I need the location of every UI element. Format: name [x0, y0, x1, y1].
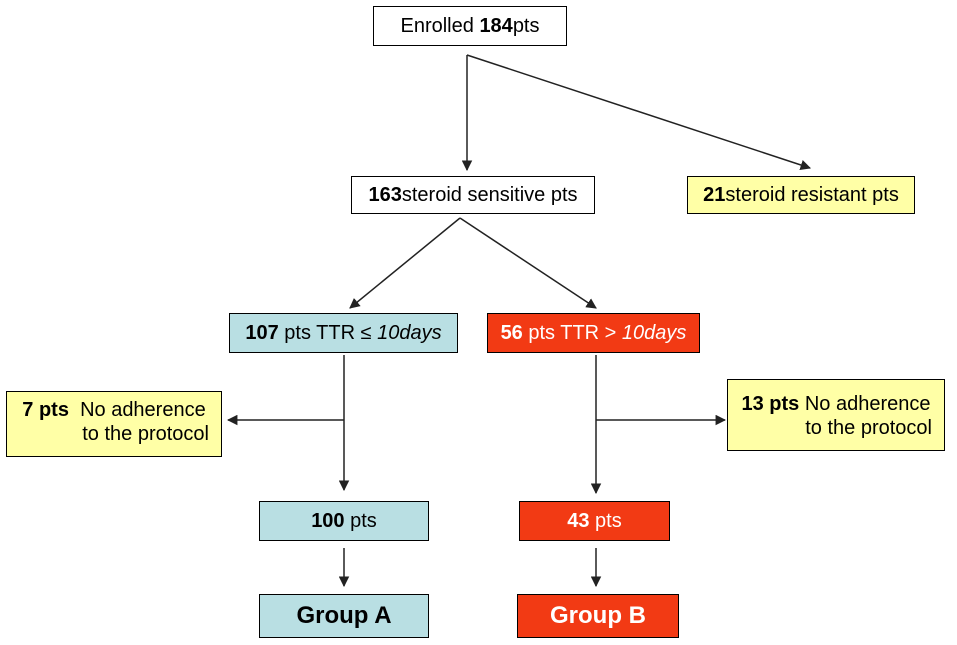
excluded-left-line2: to the protocol — [82, 423, 209, 445]
ttr-long-count: 56 — [500, 322, 523, 344]
group-a-box: Group A — [259, 594, 429, 638]
steroid-resistant-box: 21 steroid resistant pts — [687, 176, 915, 214]
ttr-short-box: 107 pts TTR ≤ 10days — [229, 313, 458, 353]
enrolled-prefix: Enrolled — [400, 15, 474, 37]
excluded-right-line1: 13 pts No adherence — [736, 392, 936, 416]
arrow-sensitive-to-short — [349, 217, 461, 309]
sensitive-count: 163 — [368, 184, 402, 206]
arrow-sensitive-to-long — [459, 217, 597, 309]
ttr-short-days: 10days — [377, 322, 442, 344]
excluded-left-line1: 7 pts No adherence — [15, 398, 213, 422]
final-b-count: 43 — [567, 510, 590, 532]
excluded-right-reason: No adherence — [799, 393, 931, 415]
resistant-label: steroid resistant pts — [725, 184, 899, 206]
ttr-long-label: pts TTR > — [522, 322, 622, 344]
final-a-count: 100 — [311, 510, 345, 532]
ttr-short-label: pts TTR ≤ — [278, 322, 378, 344]
group-b-label: Group B — [550, 601, 646, 629]
enrolled-count: 184 — [479, 15, 513, 37]
excluded-right-count: 13 pts — [741, 393, 800, 415]
final-count-b-box: 43 pts — [519, 501, 670, 541]
enrolled-suffix: pts — [512, 15, 540, 37]
ttr-short-count: 107 — [245, 322, 279, 344]
group-a-label: Group A — [296, 601, 392, 629]
ttr-long-box: 56 pts TTR > 10days — [487, 313, 700, 353]
steroid-sensitive-box: 163 steroid sensitive pts — [351, 176, 595, 214]
sensitive-label: steroid sensitive pts — [401, 184, 578, 206]
final-b-label: pts — [589, 510, 622, 532]
arrow-enrolled-to-resistant — [466, 54, 811, 171]
resistant-count: 21 — [703, 184, 726, 206]
final-a-label: pts — [344, 510, 377, 532]
excluded-left-box: 7 pts No adherence to the protocol — [6, 391, 222, 457]
excluded-right-line2: to the protocol — [805, 417, 932, 439]
excluded-left-reason: No adherence — [68, 399, 206, 421]
ttr-long-days: 10days — [621, 322, 687, 344]
excluded-left-count: 7 pts — [22, 399, 69, 421]
excluded-right-box: 13 pts No adherence to the protocol — [727, 379, 945, 451]
group-b-box: Group B — [517, 594, 679, 638]
final-count-a-box: 100 pts — [259, 501, 429, 541]
enrolled-box: Enrolled 184 pts — [373, 6, 567, 46]
